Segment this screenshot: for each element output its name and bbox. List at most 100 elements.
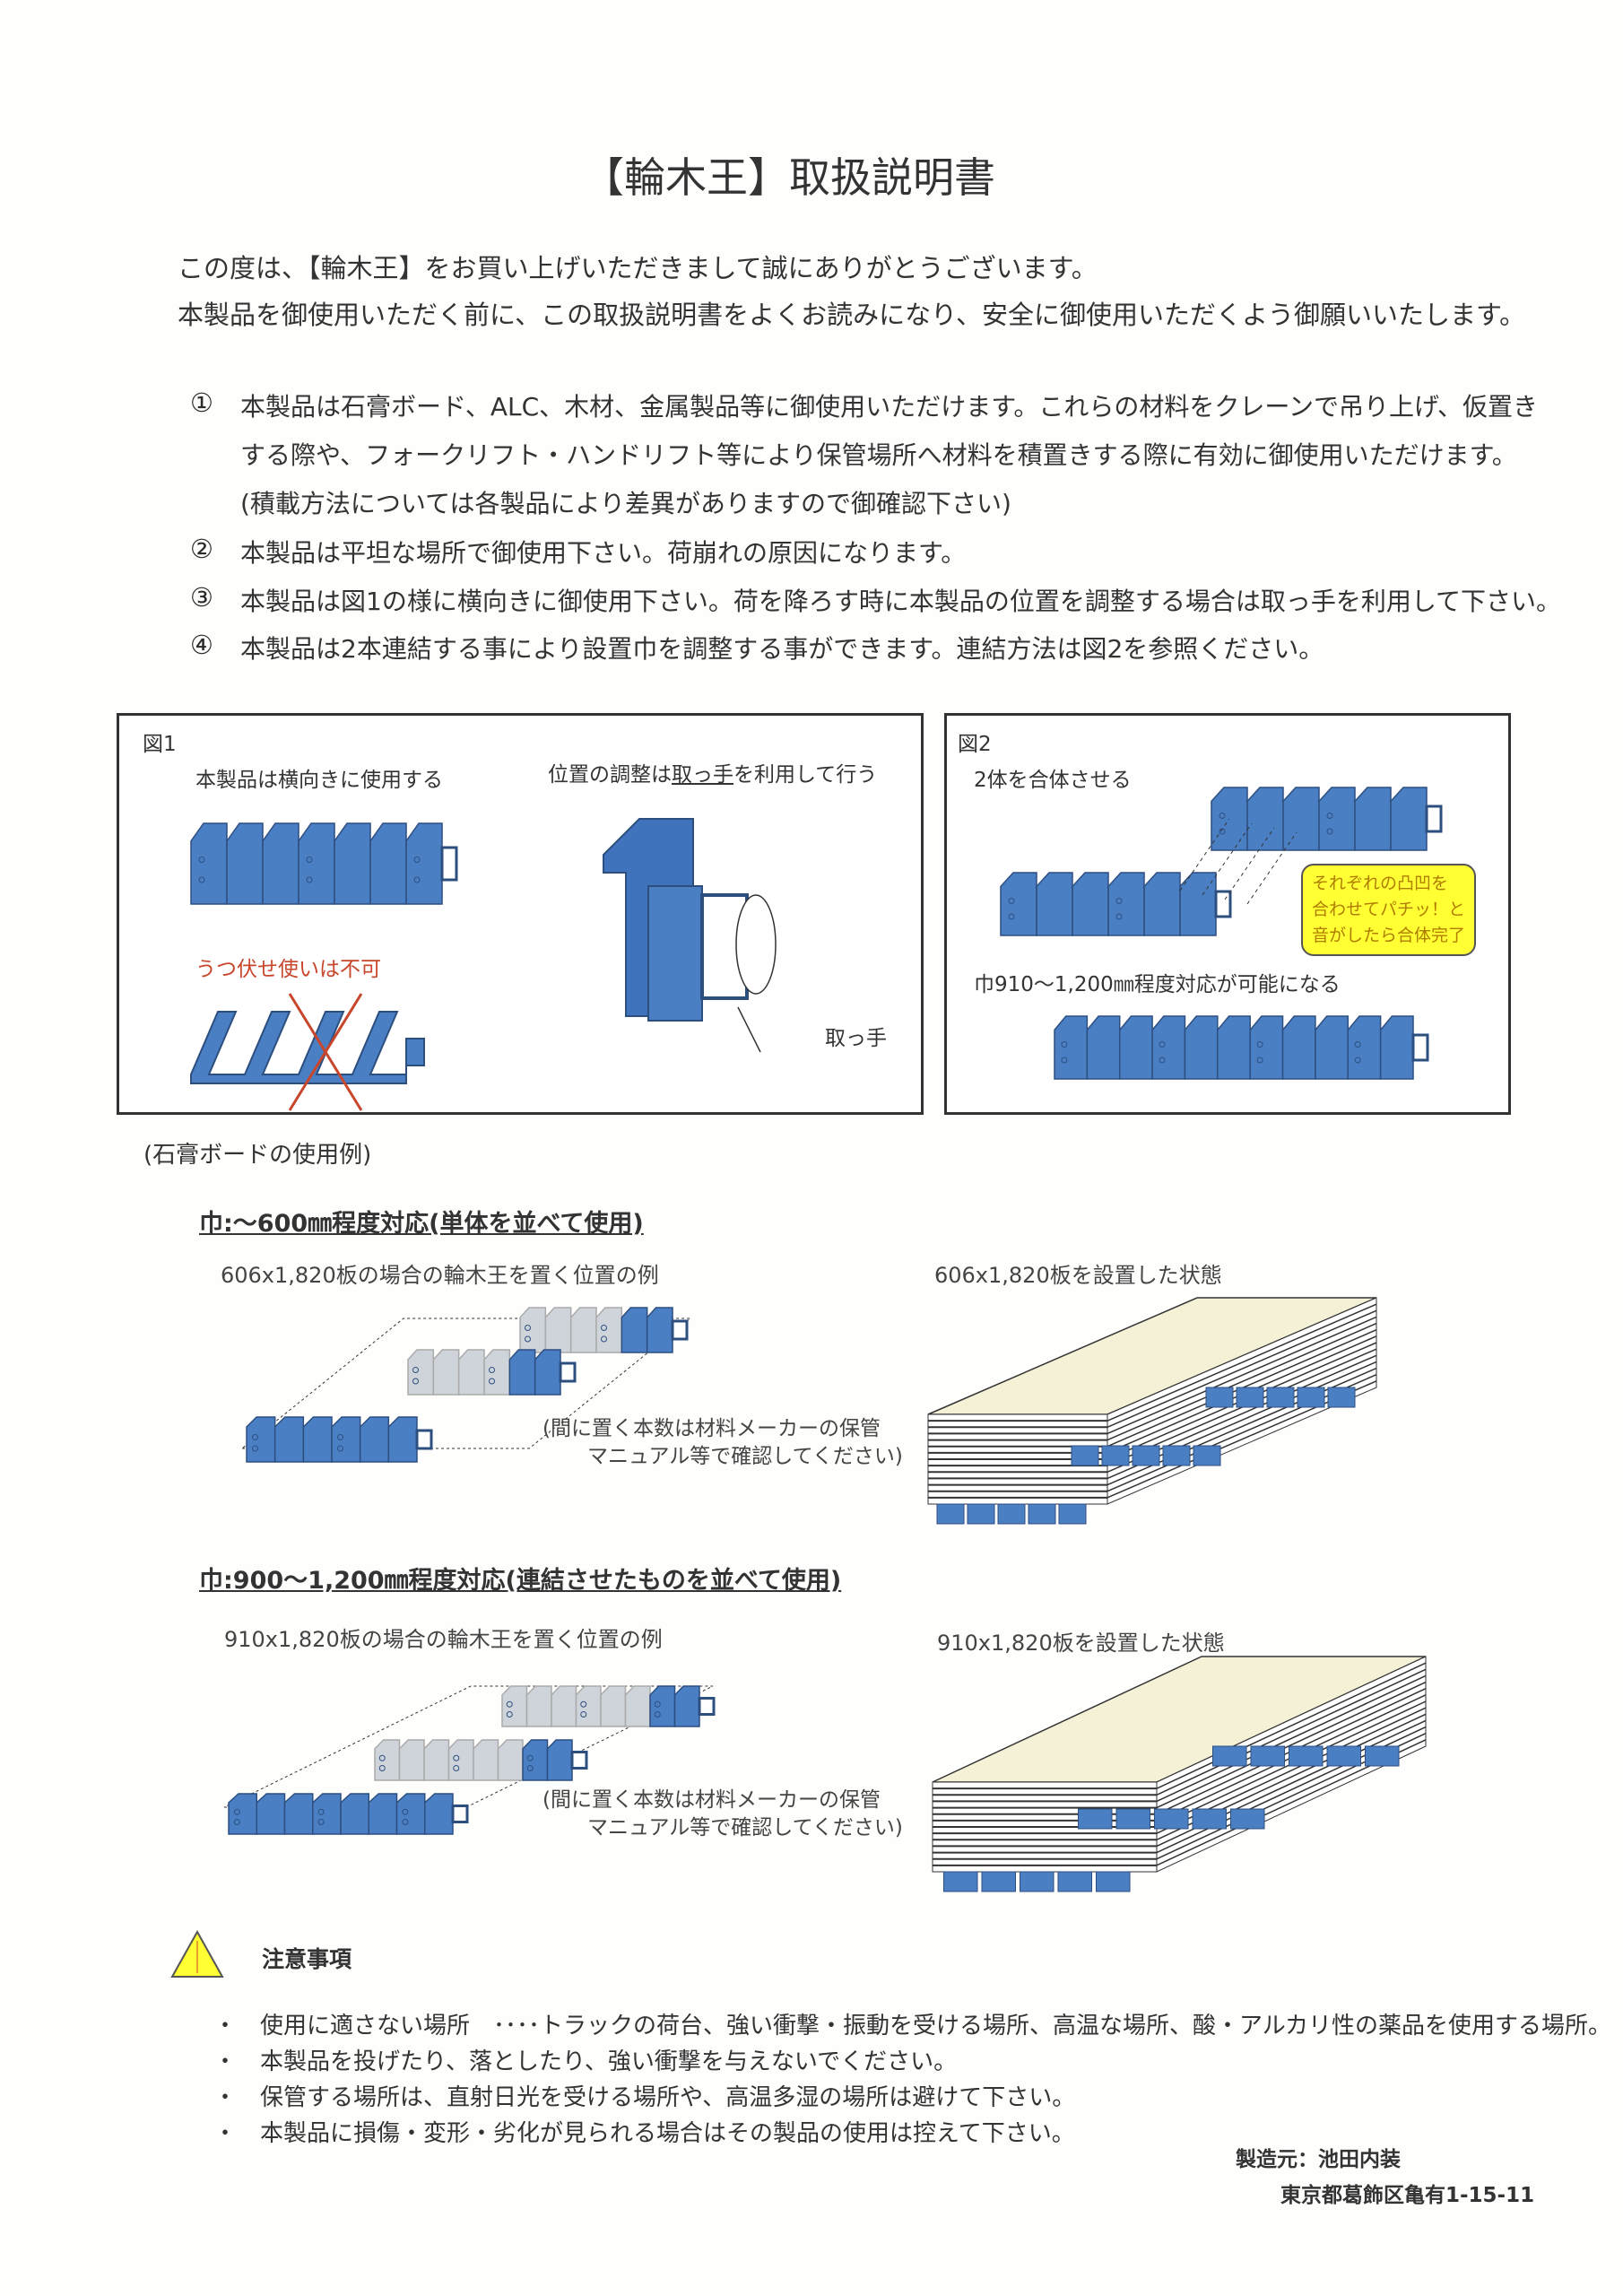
board-layer-line xyxy=(1107,1303,1377,1422)
hole-icon xyxy=(1061,1041,1068,1048)
adjust-caption: 位置の調整は取っ手を利用して行う xyxy=(548,757,877,787)
rack-segment xyxy=(1028,1503,1056,1525)
hole-icon xyxy=(1256,1041,1263,1048)
handle-shape xyxy=(415,1429,433,1450)
board-layer-line xyxy=(1107,1322,1377,1441)
rack-segment xyxy=(374,1739,401,1781)
hole-icon xyxy=(1326,813,1333,819)
rack-segment xyxy=(1281,1015,1316,1080)
bullet: ・ xyxy=(213,2013,238,2039)
rack-segment xyxy=(1390,787,1428,851)
hole-icon xyxy=(526,1754,534,1761)
rack-segment xyxy=(997,1503,1026,1525)
hole-icon xyxy=(1061,1057,1068,1064)
rack-segment xyxy=(334,822,371,905)
rack-segment xyxy=(600,1685,627,1727)
hole-icon xyxy=(378,1754,386,1761)
rack-segment xyxy=(302,1416,333,1463)
rack-segment xyxy=(508,1349,536,1396)
hole-icon xyxy=(1159,1057,1166,1064)
hole-icon xyxy=(233,1808,240,1815)
hole-icon xyxy=(306,857,313,863)
rack-segment xyxy=(534,1349,561,1396)
rack-segment xyxy=(1057,1871,1092,1892)
layout-caption: 910x1,820板の場合の輪木王を置く位置の例 xyxy=(224,1627,663,1652)
hole-icon xyxy=(526,1765,534,1771)
rack-segment xyxy=(569,1307,597,1353)
hole-icon xyxy=(1354,1041,1361,1048)
adjust-caption-pre: 位置の調整は xyxy=(548,763,672,787)
hole-icon xyxy=(1219,813,1226,819)
hole-icon xyxy=(1326,828,1333,835)
rack-segment xyxy=(407,1349,435,1396)
bullet: ・ xyxy=(213,2084,238,2111)
rack-sideways-illustration xyxy=(190,822,458,905)
rack-segment xyxy=(1000,872,1037,936)
rack-segment xyxy=(1205,1387,1234,1408)
rack-segment xyxy=(246,1416,276,1463)
rack-segment xyxy=(1249,1015,1284,1080)
combine-caption: 2体を合体させる xyxy=(974,769,1132,792)
rack-segment xyxy=(1078,1808,1113,1830)
rack-segment xyxy=(646,1307,673,1353)
rack-segment xyxy=(368,1793,398,1835)
hole-icon xyxy=(654,1711,661,1718)
rack-segment xyxy=(649,1685,676,1727)
rack-segment xyxy=(1132,1445,1160,1466)
board-stack-illustration-900 xyxy=(932,1656,1427,1892)
combine-callout: それぞれの凸凹を 合わせてパチッ！と 音がしたら合体完了 xyxy=(1301,864,1477,956)
sideways-caption: 本製品は横向きに使用する xyxy=(195,769,443,792)
note-line: マニュアル等で確認してください) xyxy=(587,1445,903,1468)
rack-segment xyxy=(624,1685,651,1727)
hole-icon xyxy=(1354,1057,1361,1064)
rack-panel-shape xyxy=(647,885,703,1022)
prone-warning: うつ伏せ使いは不可 xyxy=(195,958,381,981)
rack-segment xyxy=(256,1793,286,1835)
handle-shape xyxy=(570,1751,588,1770)
rack-segment xyxy=(943,1871,978,1892)
hole-icon xyxy=(525,1335,531,1343)
callout-line: 音がしたら合体完了 xyxy=(1312,926,1466,945)
hole-icon xyxy=(252,1445,258,1452)
rack-segment xyxy=(1072,872,1109,936)
example-title: (石膏ボードの使用例) xyxy=(143,1142,372,1169)
rack-segment xyxy=(340,1793,369,1835)
hole-icon xyxy=(402,1819,409,1825)
rack-segment xyxy=(262,822,299,905)
hole-icon xyxy=(601,1335,607,1343)
handle-shape xyxy=(671,1319,689,1341)
rack-segment xyxy=(1151,1015,1186,1080)
caution-item: 本製品を投げたり、落としたり、強い衝撃を与えないでください。 xyxy=(260,2048,958,2075)
rack-illustration xyxy=(374,1739,588,1781)
rack-segment xyxy=(331,1416,361,1463)
handle-shape xyxy=(559,1361,577,1383)
handle-illustration xyxy=(603,818,777,1053)
rack-upper-illustration xyxy=(1211,787,1443,851)
hole-icon xyxy=(453,1754,460,1761)
caution-item: 本製品に損傷・変形・劣化が見られる場合はその製品の使用は控えて下さい。 xyxy=(260,2120,1075,2147)
rack-segment xyxy=(1379,1015,1414,1080)
hole-icon xyxy=(489,1378,495,1385)
note-line: (間に置く本数は材料メーカーの保管 xyxy=(542,1788,881,1812)
section-heading: 巾:～600㎜程度対応(単体を並べて使用) xyxy=(199,1210,644,1238)
rack-segment xyxy=(1217,1015,1251,1080)
rack-segment xyxy=(1318,787,1356,851)
rack-segment xyxy=(190,822,228,905)
hole-icon xyxy=(317,1808,325,1815)
board-layer-line xyxy=(1156,1668,1427,1796)
figure-label: 図1 xyxy=(143,733,177,756)
arrow-icon xyxy=(737,1006,761,1053)
rack-segment xyxy=(1297,1387,1325,1408)
figure-label: 図2 xyxy=(958,733,992,756)
rack-segment xyxy=(1326,1745,1361,1767)
handle-label: 取っ手 xyxy=(825,1027,887,1050)
callout-line: それぞれの凸凹を xyxy=(1312,874,1449,893)
board-outline xyxy=(240,1318,692,1449)
section-heading: 巾:900～1,200㎜程度対応(連結させたものを並べて使用) xyxy=(199,1567,842,1595)
rack-segment xyxy=(457,1349,485,1396)
rack-segment xyxy=(981,1871,1016,1892)
rack-segment xyxy=(575,1685,602,1727)
board-layer-line xyxy=(1156,1681,1427,1809)
rack-segment xyxy=(432,1349,460,1396)
hole-icon xyxy=(412,1378,419,1385)
